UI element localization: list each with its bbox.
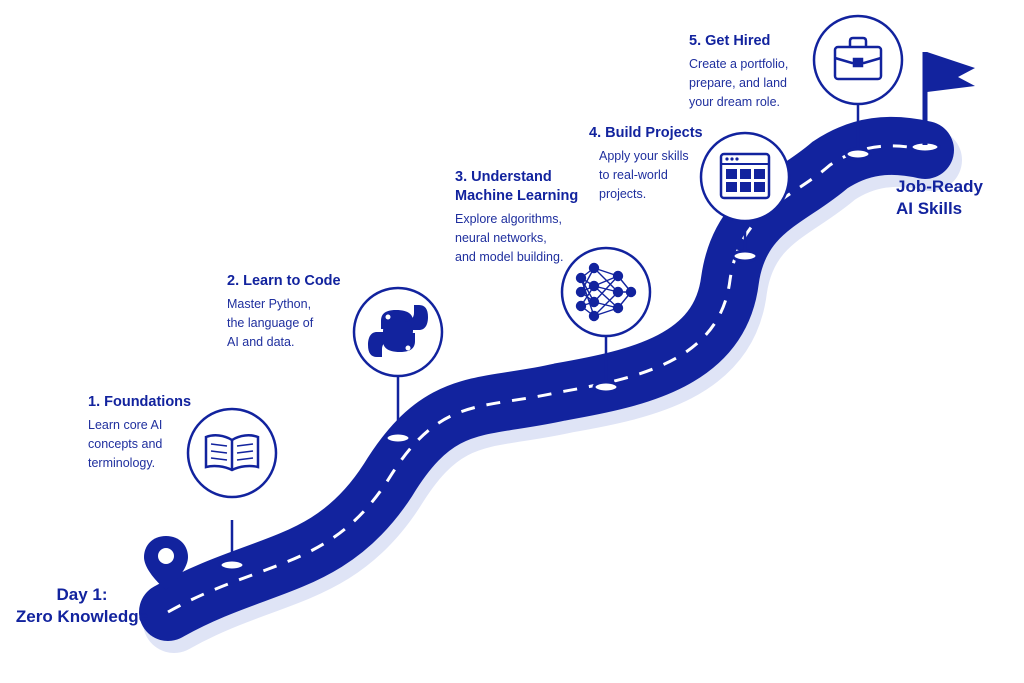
start-label: Day 1: Zero Knowledge [15,585,149,626]
step-1-text: 1. Foundations Learn core AI concepts an… [88,393,191,473]
flag-icon [909,52,975,154]
step-description: Explore algorithms, neural networks, and… [455,212,564,264]
step-description: Create a portfolio, prepare, and land yo… [689,57,789,109]
step-title: 3. Understand Machine Learning [455,169,579,204]
browser-window-icon [719,152,771,200]
road-center-line [167,144,926,614]
step-5-marker [812,14,904,161]
step-3-marker [560,246,652,394]
briefcase-icon [833,36,883,81]
open-book-icon [204,434,260,472]
step-title: 4. Build Projects [589,125,703,141]
neural-network-icon [575,262,637,322]
step-description: Apply your skills to real-world projects… [599,149,689,201]
step-2-marker [352,286,444,445]
step-5-text: 5. Get Hired Create a portfolio, prepare… [689,32,788,112]
step-4-marker [699,131,791,263]
step-2-text: 2. Learn to Code Master Python, the lang… [227,272,341,352]
step-description: Master Python, the language of AI and da… [227,297,314,349]
python-logo-icon [368,305,428,357]
step-description: Learn core AI concepts and terminology. [88,418,163,470]
step-1-marker [186,407,278,572]
step-4-text: 4. Build Projects Apply your skills to r… [589,124,703,204]
step-3-text: 3. Understand Machine Learning Explore a… [455,168,578,267]
end-label: Job-Ready AI Skills [896,177,983,218]
step-title: 2. Learn to Code [227,273,341,289]
location-pin-icon [144,536,188,590]
step-title: 5. Get Hired [689,33,771,49]
step-title: 1. Foundations [88,394,192,410]
